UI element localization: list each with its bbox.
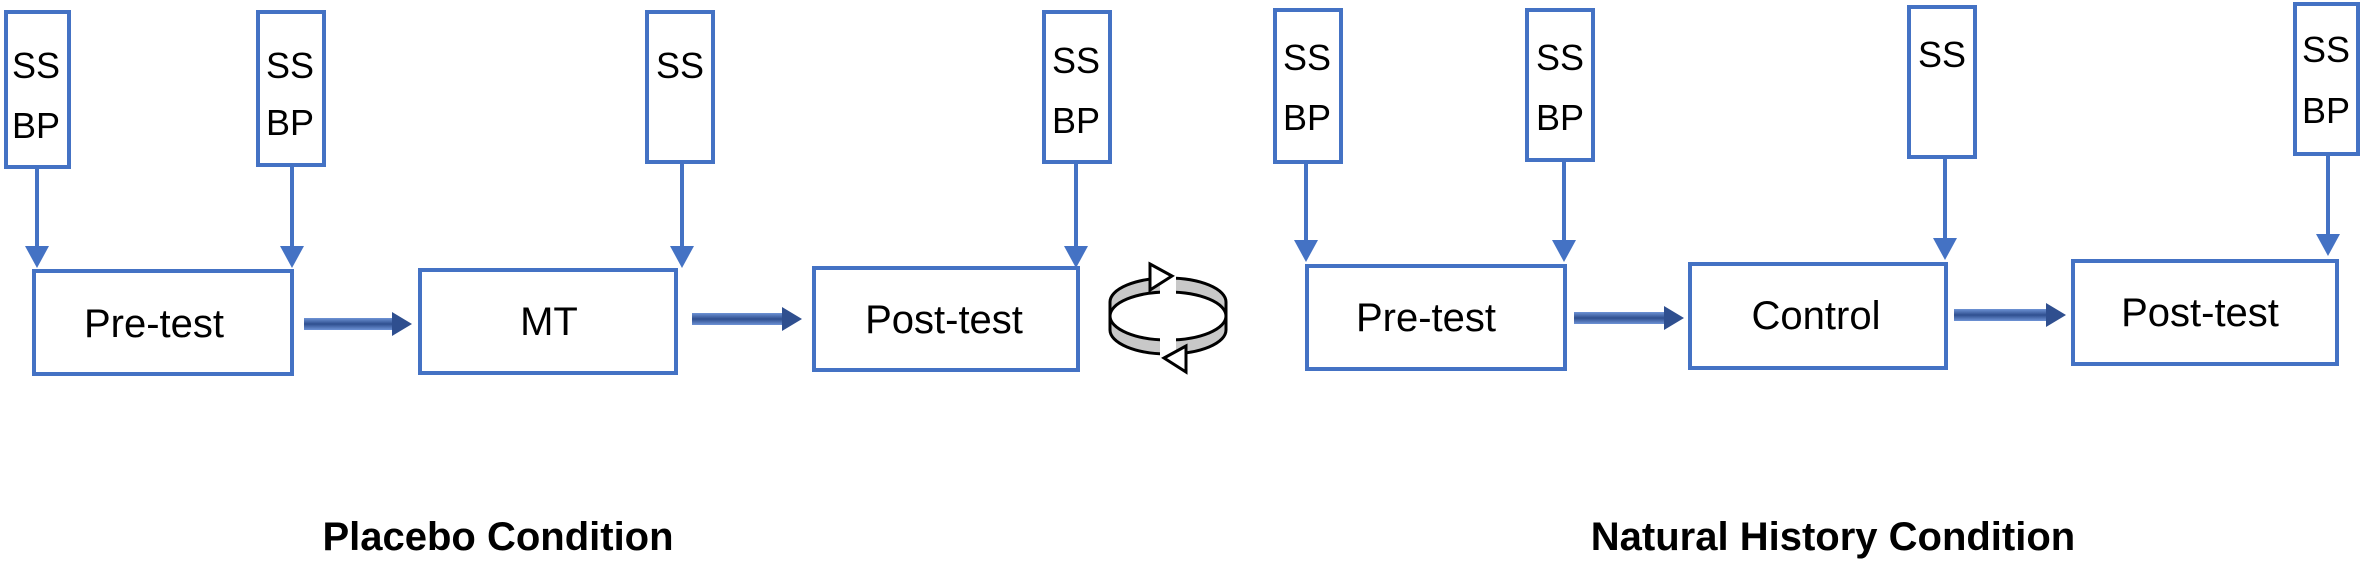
flow-arrow xyxy=(692,307,802,331)
down-arrow xyxy=(280,165,304,268)
step-label: Post-test xyxy=(865,298,1023,342)
step-label: Control xyxy=(1752,294,1881,338)
measure-box: SS BP xyxy=(256,10,326,167)
down-arrow xyxy=(25,167,49,268)
measure-ss: SS xyxy=(1052,40,1100,81)
measure-bp: BP xyxy=(1536,97,1584,138)
step-label: Pre-test xyxy=(84,302,224,346)
measure-ss: SS xyxy=(2302,29,2350,70)
measure-ss: SS xyxy=(1536,37,1584,78)
measure-box: SS BP xyxy=(1042,10,1112,164)
down-arrow xyxy=(1552,160,1576,262)
measure-box: SS xyxy=(1907,5,1977,159)
measure-ss: SS xyxy=(266,45,314,86)
measure-box: SS BP xyxy=(2293,2,2360,156)
measure-ss: SS xyxy=(1283,37,1331,78)
flow-arrow xyxy=(304,312,412,336)
measure-bp: BP xyxy=(2302,90,2350,131)
down-arrow xyxy=(1064,162,1088,268)
measure-ss: SS xyxy=(1918,34,1966,75)
down-arrow xyxy=(2316,154,2340,256)
placebo-condition: SS BP SS BP SS SS BP xyxy=(4,10,1112,559)
down-arrow xyxy=(1294,162,1318,262)
measure-bp: BP xyxy=(12,105,60,146)
step-label: MT xyxy=(520,300,578,344)
down-arrow xyxy=(1933,157,1957,260)
measure-box: SS BP xyxy=(4,10,71,169)
measure-box: SS BP xyxy=(1273,8,1343,164)
measure-bp: BP xyxy=(1052,100,1100,141)
measure-bp: BP xyxy=(1283,97,1331,138)
measure-ss: SS xyxy=(656,45,704,86)
measure-ss: SS xyxy=(12,45,60,86)
step-box-pretest: Pre-test xyxy=(1305,264,1567,371)
step-box-posttest: Post-test xyxy=(812,266,1080,372)
natural-history-condition: SS BP SS BP SS SS BP xyxy=(1273,2,2360,559)
down-arrow xyxy=(670,162,694,268)
step-box-control: Control xyxy=(1688,262,1948,370)
step-label: Pre-test xyxy=(1356,296,1496,340)
step-box-pretest: Pre-test xyxy=(32,269,294,376)
step-box-posttest: Post-test xyxy=(2071,259,2339,366)
circular-arrows-icon xyxy=(1108,261,1228,375)
natural-history-condition-title: Natural History Condition xyxy=(1591,515,2075,559)
measure-box: SS xyxy=(645,10,715,164)
step-label: Post-test xyxy=(2121,291,2279,335)
flow-arrow xyxy=(1954,303,2066,327)
placebo-condition-title: Placebo Condition xyxy=(322,515,673,559)
step-box-mt: MT xyxy=(418,268,678,375)
flow-arrow xyxy=(1574,306,1684,330)
measure-bp: BP xyxy=(266,102,314,143)
measure-box: SS BP xyxy=(1525,8,1595,162)
